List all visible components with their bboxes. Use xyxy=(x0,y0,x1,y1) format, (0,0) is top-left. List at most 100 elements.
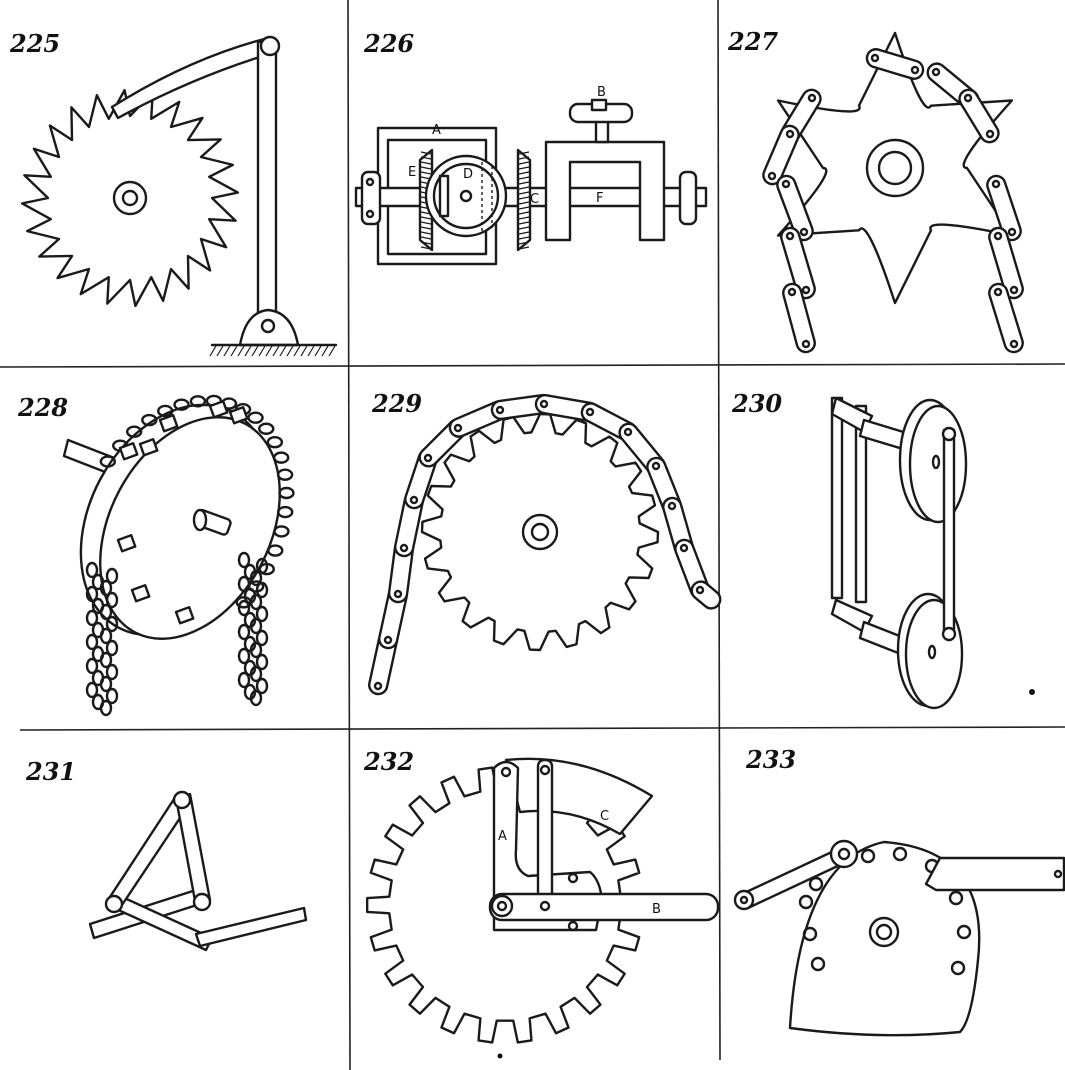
hatch-stroke xyxy=(244,345,252,357)
wheel-hub xyxy=(521,513,559,551)
link-plate xyxy=(776,174,814,242)
handle-pivot xyxy=(490,894,514,918)
figure-230: 230 xyxy=(731,389,1035,710)
hatch-stroke xyxy=(328,345,336,357)
chain-ring xyxy=(237,599,251,617)
chain-link xyxy=(958,88,1000,144)
gear-tooth xyxy=(518,236,530,240)
gear-tooth xyxy=(518,226,530,230)
gear-d-hub xyxy=(459,189,473,203)
gear-tooth xyxy=(518,181,530,185)
label-e: E xyxy=(408,165,416,180)
ground-hatching xyxy=(209,345,336,357)
hatch-stroke xyxy=(272,345,280,357)
link-pin xyxy=(993,231,1003,241)
crank-pin-top xyxy=(941,426,957,442)
lever-pin xyxy=(567,872,579,884)
chain-ring xyxy=(99,579,113,597)
figure-225: 225 xyxy=(9,29,338,357)
label-a: A xyxy=(498,829,507,844)
gear-tooth xyxy=(420,241,432,245)
link-pin xyxy=(993,287,1003,297)
chain-link xyxy=(988,282,1024,354)
disc-hole xyxy=(860,848,876,864)
link-plate xyxy=(986,174,1022,242)
bevel-gear-right xyxy=(516,148,532,252)
pivot-pin xyxy=(496,900,508,912)
chain-ring xyxy=(189,395,207,408)
figure-number-228: 228 xyxy=(17,393,68,422)
gear-tooth xyxy=(420,151,432,155)
gear-tooth xyxy=(518,201,530,205)
gear-tooth xyxy=(518,191,530,195)
figure-229: 229 xyxy=(368,389,722,696)
link-plate xyxy=(782,282,816,354)
collar-pin xyxy=(365,209,375,219)
gear-tooth xyxy=(518,221,530,225)
wheel-hub xyxy=(112,180,148,216)
ink-dot xyxy=(497,1053,503,1059)
chain-ring xyxy=(99,455,117,468)
link-pin xyxy=(785,231,795,241)
chain-ring xyxy=(272,451,290,464)
toothed-wheel xyxy=(420,412,660,652)
label-a: A xyxy=(432,123,441,138)
chain-ring xyxy=(276,468,294,481)
chain-ring xyxy=(85,633,99,651)
wheel-axle-hole xyxy=(121,189,139,207)
link-pin xyxy=(1009,339,1019,349)
rod-right xyxy=(194,906,308,948)
label-c: C xyxy=(600,809,609,824)
chain-ring xyxy=(85,585,99,603)
disc-hole xyxy=(808,876,824,892)
link-pin xyxy=(679,543,689,553)
hatch-stroke xyxy=(293,345,301,357)
link-pin xyxy=(1007,227,1017,237)
chain-ring xyxy=(273,525,290,538)
rod-left xyxy=(830,396,844,600)
link-pin xyxy=(495,405,505,415)
chain-ring xyxy=(249,641,263,659)
boss-pin xyxy=(837,847,851,861)
handle-b xyxy=(488,892,720,922)
hatch-stroke xyxy=(314,345,322,357)
label-b: B xyxy=(652,902,661,917)
chain-link xyxy=(986,174,1022,242)
figure-number-226: 226 xyxy=(363,29,414,58)
chain-ring xyxy=(237,551,251,569)
chain-ring xyxy=(105,639,119,657)
link-pin xyxy=(585,407,595,417)
chain-block xyxy=(116,534,137,553)
disc-hole xyxy=(927,644,937,660)
crank-boss xyxy=(829,839,859,869)
chain-ring xyxy=(277,505,294,519)
figure-227: 227 xyxy=(727,27,1024,354)
ratchet-wheel xyxy=(20,88,240,308)
hatch-stroke xyxy=(279,345,287,357)
disc-hole xyxy=(948,890,964,906)
label-c: C xyxy=(530,192,539,207)
link-pin xyxy=(667,501,677,511)
foot-pin xyxy=(260,318,276,334)
chain-ring xyxy=(99,675,113,693)
link-pin xyxy=(799,227,809,237)
ink-dot xyxy=(1029,689,1035,695)
chain-ring xyxy=(105,687,119,705)
link-pin xyxy=(423,453,433,463)
link-plate xyxy=(865,48,925,80)
chain-link xyxy=(690,580,722,610)
link-pin xyxy=(539,764,551,776)
link-pin xyxy=(963,93,973,103)
axle-collar xyxy=(192,508,208,532)
hatch-stroke xyxy=(237,345,245,357)
link-pin xyxy=(781,179,791,189)
hatch-stroke xyxy=(321,345,329,357)
link-pin xyxy=(785,129,795,139)
hatch-stroke xyxy=(258,345,266,357)
gear-tooth xyxy=(420,226,432,230)
disc-hole xyxy=(956,924,972,940)
gear-d-inner xyxy=(432,162,500,230)
chain-link xyxy=(776,174,814,242)
link-pin xyxy=(910,65,920,75)
